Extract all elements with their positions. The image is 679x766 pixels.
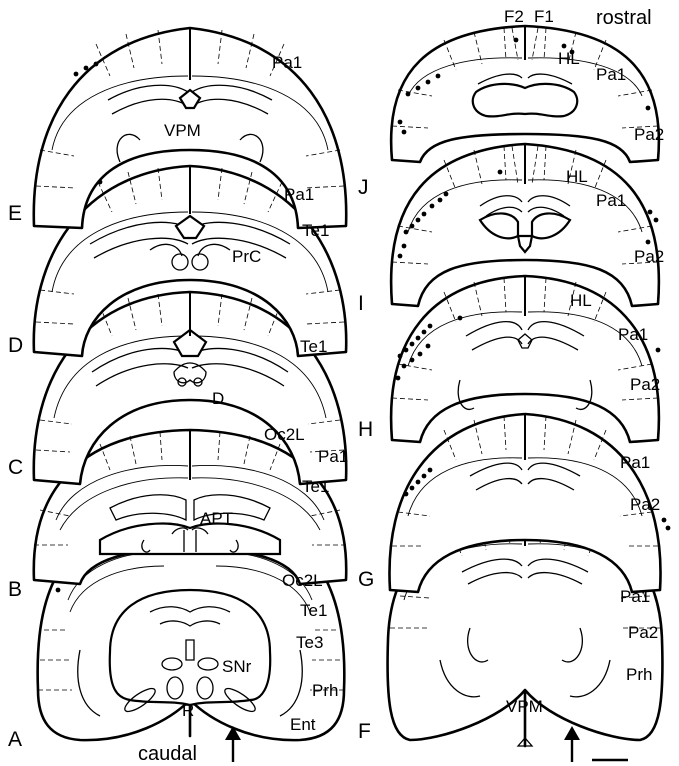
h-pa1-label: Pa1 <box>618 325 648 344</box>
b-oc2l-label: Oc2L <box>282 571 323 590</box>
c-apt-label: APT <box>200 509 233 528</box>
d-d-label: D <box>212 389 224 408</box>
rostral-arrow <box>564 726 580 762</box>
i-hl-label: HL <box>566 167 588 186</box>
b-te3-label: Te3 <box>296 633 323 652</box>
c-te1-label: Te1 <box>302 477 329 496</box>
section-a-brainstem <box>110 590 270 705</box>
section-letter-h: H <box>358 418 373 441</box>
section-letter-j: J <box>358 176 369 199</box>
b-prh-label: Prh <box>312 681 338 700</box>
section-letter-e: E <box>8 202 22 225</box>
e-te1-label: Te1 <box>302 221 329 240</box>
c-pa1-label: Pa1 <box>318 447 348 466</box>
field-f2-label: F2 <box>504 7 524 26</box>
section-letter-i: I <box>358 292 364 315</box>
e-pa1-label: Pa1 <box>284 185 314 204</box>
top-left-vpm-label: VPM <box>164 121 201 140</box>
b-ent-label: Ent <box>290 715 316 734</box>
field-f1-label: F1 <box>534 7 554 26</box>
g-pa2-label: Pa2 <box>630 495 660 514</box>
j-pa1-label: Pa1 <box>596 65 626 84</box>
i-pa1-label: Pa1 <box>596 191 626 210</box>
f-vpm-label: VPM <box>506 697 543 716</box>
section-letter-a: A <box>8 728 22 751</box>
i-pa2-label: Pa2 <box>634 247 664 266</box>
section-letter-d: D <box>8 334 23 357</box>
rostral-label: rostral <box>596 7 652 29</box>
caudal-label: caudal <box>138 743 197 765</box>
top-left-pa1-label: Pa1 <box>272 53 302 72</box>
section-letter-c: C <box>8 456 23 479</box>
d-te1-label: Te1 <box>300 337 327 356</box>
e-prc-label: PrC <box>232 247 261 266</box>
h-pa2-label: Pa2 <box>630 375 660 394</box>
g-pa1-label: Pa1 <box>620 453 650 472</box>
section-letter-b: B <box>8 578 22 601</box>
f-pa2-label: Pa2 <box>628 623 658 642</box>
j-hl-label: HL <box>558 49 580 68</box>
c-oc2l-label: Oc2L <box>264 425 305 444</box>
b-te1-label: Te1 <box>300 601 327 620</box>
b-r-label: R <box>182 701 194 720</box>
h-hl-label: HL <box>570 291 592 310</box>
section-letter-f: F <box>358 720 371 743</box>
b-snr-label: SNr <box>222 657 252 676</box>
section-j <box>391 26 659 162</box>
f-prh-label: Prh <box>626 665 652 684</box>
j-pa2-label: Pa2 <box>634 125 664 144</box>
f-pa1-label: Pa1 <box>620 587 650 606</box>
section-letter-g: G <box>358 568 374 591</box>
